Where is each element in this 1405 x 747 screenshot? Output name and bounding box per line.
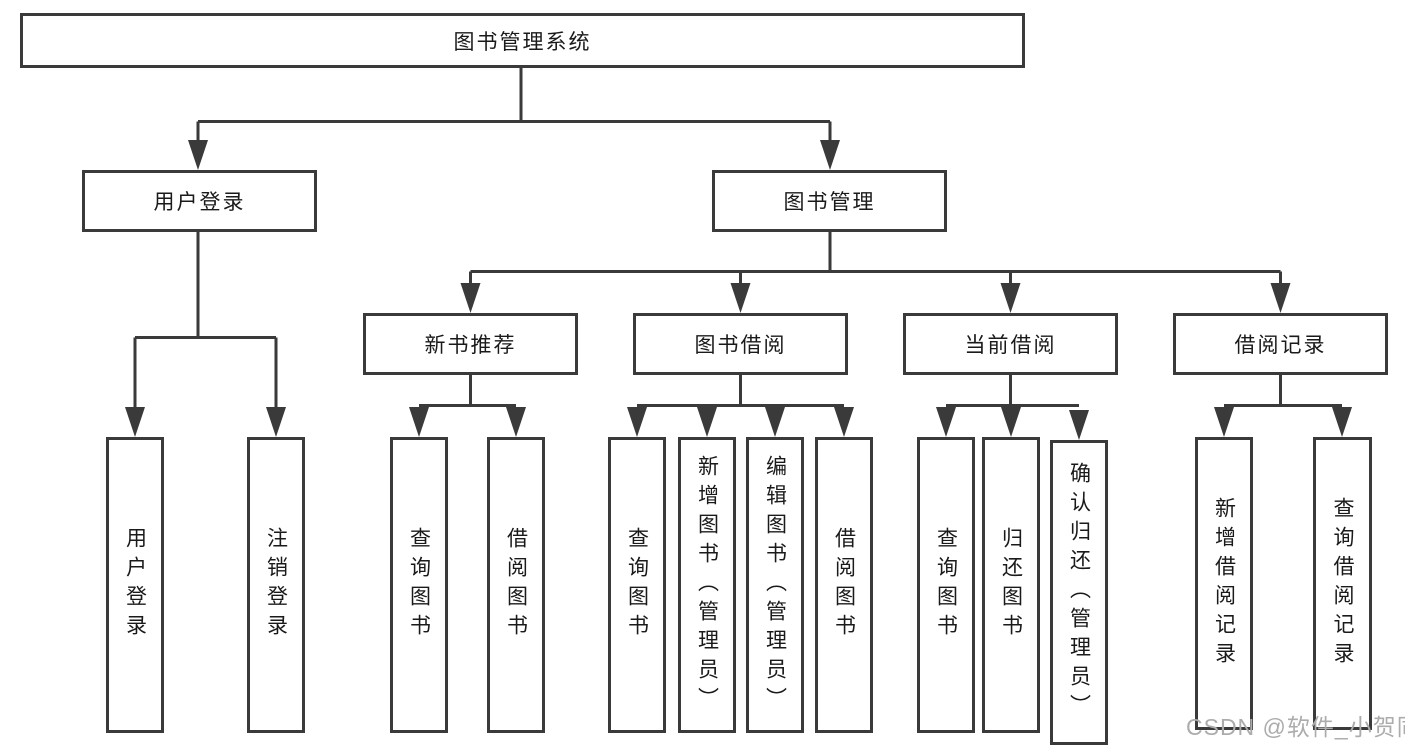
leaf-user-login: 用户登录 bbox=[106, 437, 164, 733]
leaf-user-login-label: 用户登录 bbox=[123, 527, 147, 643]
leaf-add-books-admin: 新增图书（管理员） bbox=[678, 437, 736, 733]
csdn-watermark: CSDN @软件_小贺同学 bbox=[1186, 714, 1405, 740]
node-book-management: 图书管理 bbox=[712, 170, 947, 232]
leaf-edit-books-admin-label: 编辑图书（管理员） bbox=[763, 454, 787, 716]
leaf-borrow-books-label: 借阅图书 bbox=[832, 527, 856, 643]
leaf-add-borrow-record: 新增借阅记录 bbox=[1195, 437, 1253, 730]
leaf-return-books: 归还图书 bbox=[982, 437, 1040, 733]
node-book-borrowing: 图书借阅 bbox=[633, 313, 848, 375]
leaf-query-books-current: 查询图书 bbox=[917, 437, 975, 733]
leaf-logout: 注销登录 bbox=[247, 437, 305, 733]
arrow-down-icons bbox=[125, 140, 1352, 440]
leaf-confirm-return-admin: 确认归还（管理员） bbox=[1050, 440, 1108, 745]
leaf-add-borrow-record-label: 新增借阅记录 bbox=[1212, 496, 1236, 671]
leaf-logout-label: 注销登录 bbox=[264, 527, 288, 643]
leaf-borrow-books-recommend: 借阅图书 bbox=[487, 437, 545, 733]
leaf-query-books-recommend: 查询图书 bbox=[390, 437, 448, 733]
leaf-query-borrow-record-label: 查询借阅记录 bbox=[1331, 496, 1354, 671]
leaf-query-books-current-label: 查询图书 bbox=[934, 527, 958, 643]
leaf-query-borrow-record: 查询借阅记录 bbox=[1313, 437, 1372, 730]
node-new-book-recommend: 新书推荐 bbox=[363, 313, 578, 375]
node-book-management-system: 图书管理系统 bbox=[20, 13, 1025, 68]
leaf-return-books-label: 归还图书 bbox=[999, 527, 1023, 643]
leaf-confirm-return-admin-label: 确认归还（管理员） bbox=[1067, 462, 1091, 723]
leaf-borrow-books-recommend-label: 借阅图书 bbox=[504, 527, 528, 643]
node-borrowing-records: 借阅记录 bbox=[1173, 313, 1388, 375]
leaf-query-books-recommend-label: 查询图书 bbox=[407, 527, 431, 643]
node-user-login: 用户登录 bbox=[82, 170, 317, 232]
leaf-add-books-admin-label: 新增图书（管理员） bbox=[695, 454, 719, 716]
leaf-query-books-borrow: 查询图书 bbox=[608, 437, 666, 733]
leaf-edit-books-admin: 编辑图书（管理员） bbox=[746, 437, 804, 733]
node-current-borrowing: 当前借阅 bbox=[903, 313, 1118, 375]
leaf-borrow-books: 借阅图书 bbox=[815, 437, 873, 733]
leaf-query-books-borrow-label: 查询图书 bbox=[625, 527, 649, 643]
